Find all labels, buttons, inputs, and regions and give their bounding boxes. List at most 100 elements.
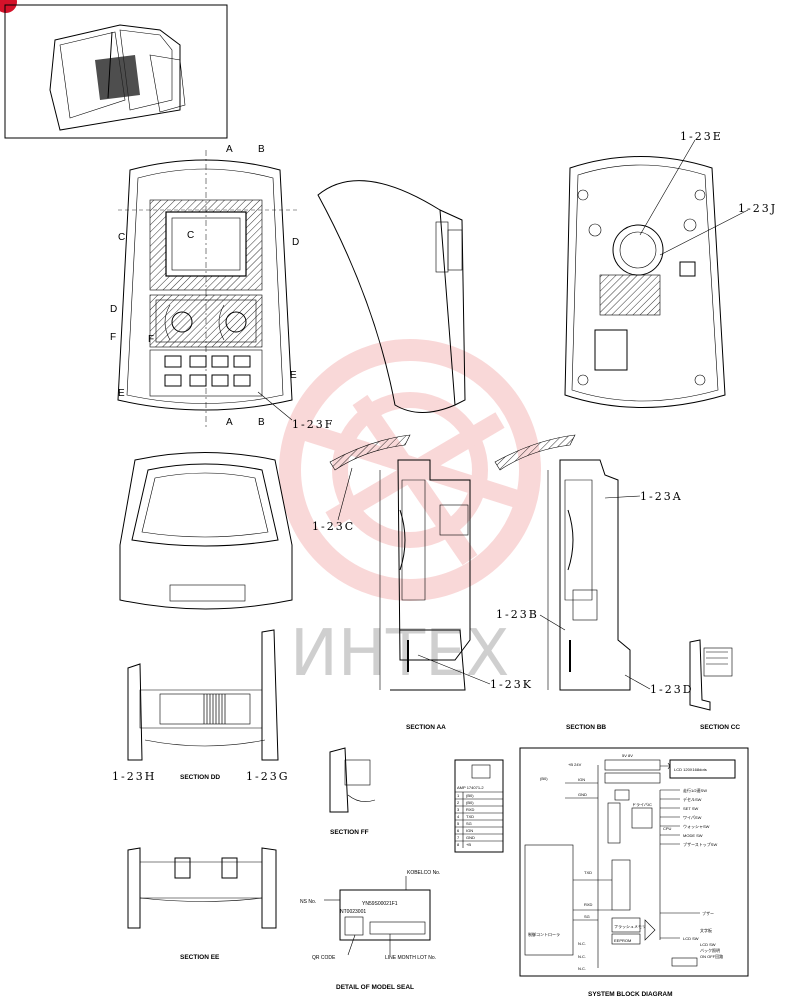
section-dd-drawing [127,629,279,761]
connector-pin: 2 [457,800,460,805]
label-1-23c: 1-23C [312,520,355,533]
corner-badge [0,0,17,13]
seal-qr-label: QR CODE [312,955,336,961]
label-1-23f: 1-23F [292,418,334,431]
bd-cpu: CPU [663,826,672,831]
connector-signal: (B0) [466,793,474,798]
bd-buzzer: ブザー [702,910,714,916]
connector-table [454,759,504,853]
seal-lot-label: LINE MONTH LOT No. [385,955,436,961]
label-1-23k: 1-23K [490,678,533,691]
title-section-aa: SECTION AA [406,724,446,731]
connector-signal: RXD [466,807,475,812]
section-aa-drawing [329,434,471,691]
bd-output: 走行1/2速SW [683,787,707,793]
bd-supply-5v: 5V 8V [622,753,633,758]
seal-kobelco-label: KOBELCO No. [407,870,440,876]
marker-d-left: D [110,304,117,315]
marker-e-left: E [118,388,125,399]
bd-lcd: LCD 120X168dots [674,767,707,772]
connector-title: AMP 174071-2 [457,785,484,790]
connector-signal: SG [466,821,472,826]
connector-signal: IGN [466,828,473,833]
monitor-side-view [317,180,466,413]
marker-c-left: C [118,232,125,243]
monitor-rear-view [564,139,749,408]
marker-a-bottom: A [226,417,233,428]
connector-pin: 5 [457,821,460,826]
title-section-ee: SECTION EE [180,954,220,961]
connector-signal: GND [466,835,475,840]
bd-output: ウォッシャSW [683,823,710,829]
connector-signal: +B [466,842,471,847]
marker-a-top: A [226,144,233,155]
section-cc-drawing [689,639,733,711]
label-1-23e: 1-23E [680,130,723,143]
bd-pin-left: (B0) [540,776,548,781]
bd-note: 文字板 [700,927,712,933]
title-system-block-diagram: SYSTEM BLOCK DIAGRAM [588,991,673,998]
marker-b-bottom: B [258,417,265,428]
bd-note: バック照明 [700,947,720,953]
bd-txd: TXD [584,870,592,875]
hood-perspective-view [119,452,293,610]
bd-output: デセルSW [683,796,702,802]
watermark [279,339,541,601]
connector-pin: 4 [457,814,460,819]
section-ee-drawing [127,847,277,929]
bd-driver: ドライバIC [632,801,652,807]
marker-d-right: D [292,237,299,248]
section-ff-drawing [329,747,376,813]
connector-pin: 7 [457,835,460,840]
label-1-23a: 1-23A [640,490,683,503]
bd-nc-2: N.C. [578,954,586,959]
marker-c-screen: C [187,230,194,241]
label-1-23h: 1-23H [112,770,156,783]
bd-output: SET SW [683,806,698,811]
bd-sg: SG [584,914,590,919]
title-model-seal: DETAIL OF MODEL SEAL [336,984,414,991]
system-block-diagram [519,747,749,977]
label-1-23g: 1-23G [246,770,290,783]
marker-b-top: B [258,144,265,155]
monitor-front-view [117,150,300,430]
cab-inset [4,4,228,139]
connector-signal: (B0) [466,800,474,805]
bd-supply-24v: +B 24V [568,762,582,767]
connector-signal: TXD [466,814,474,819]
bd-flash: フラッシュメモリ [614,923,646,929]
bd-ign: IGN [578,777,585,782]
bd-output: LCD SW [683,936,699,941]
bd-nc-1: N.C. [578,941,586,946]
model-seal-drawing [324,876,431,956]
title-section-dd: SECTION DD [180,774,220,781]
bd-rxd: RXD [584,902,593,907]
bd-gnd: GND [578,792,587,797]
marker-f-panel: F [148,334,154,345]
bd-controller: 制御コントローラ [528,931,560,937]
bd-note: LCD SW [700,942,716,947]
connector-pin: 3 [457,807,460,812]
marker-f-left: F [110,332,116,343]
seal-serial-2: NT0023001 [340,909,366,915]
connector-pin: 6 [457,828,460,833]
bd-output: ブザーストップSW [683,841,717,847]
connector-pin: 1 [457,793,460,798]
section-bb-drawing [494,434,631,691]
title-section-bb: SECTION BB [566,724,606,731]
bd-eeprom: EEPROM [614,938,631,943]
seal-serial-1: YN59S00021F1 [362,901,398,907]
bd-output: ワイパSW [683,815,702,820]
seal-ns-label: NS No. [300,899,316,905]
label-1-23d: 1-23D [650,683,694,696]
title-section-ff: SECTION FF [330,829,369,836]
label-1-23j: 1-23J [738,202,777,215]
bd-nc-3: N.C. [578,966,586,971]
bd-note: ON OFF回路 [700,953,723,959]
connector-pin: 8 [457,842,460,847]
title-section-cc: SECTION CC [700,724,740,731]
bd-output: MODE SW [683,833,703,838]
label-1-23b: 1-23B [496,608,539,621]
marker-e-right: E [290,370,297,381]
